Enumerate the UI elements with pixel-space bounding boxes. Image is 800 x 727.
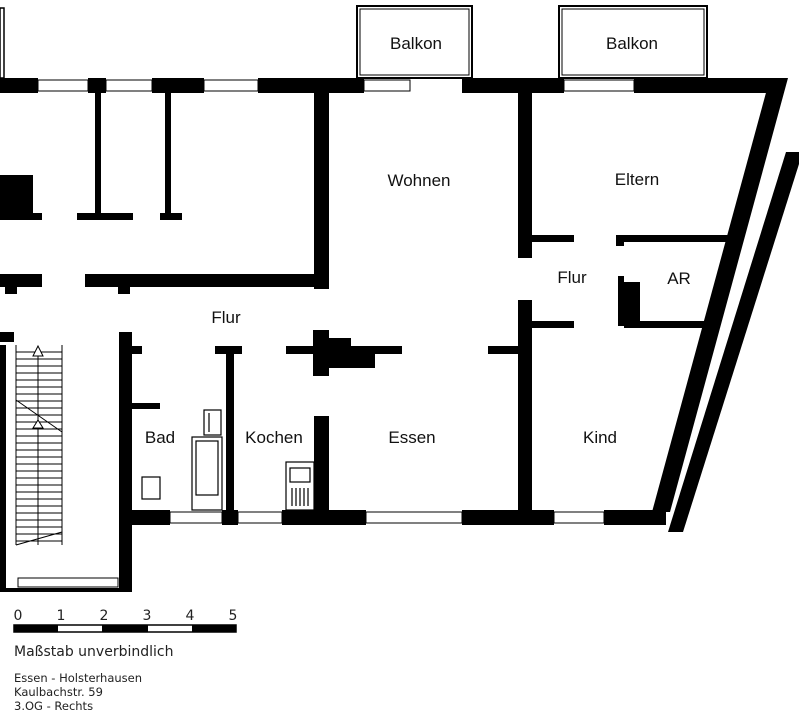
scale-tick-label: 1 bbox=[57, 608, 66, 624]
scale-segment bbox=[102, 625, 148, 632]
scale-caption: Maßstab unverbindlich bbox=[14, 644, 174, 660]
address-line-2: Kaulbachstr. 59 bbox=[14, 685, 103, 699]
room-label-flur-upper: Flur bbox=[557, 268, 587, 287]
bath-door bbox=[203, 409, 222, 436]
address-line-3: 3.OG - Rechts bbox=[14, 699, 94, 713]
room-label-balkon-left: Balkon bbox=[390, 34, 442, 53]
room-label-kind: Kind bbox=[583, 428, 617, 447]
balcony-edge-left bbox=[0, 7, 5, 79]
room-label-flur-lower: Flur bbox=[211, 308, 241, 327]
balcony-right bbox=[558, 5, 708, 79]
scale-tick-label: 4 bbox=[186, 608, 195, 624]
bathtub bbox=[191, 436, 223, 511]
balcony-left bbox=[356, 5, 473, 79]
room-label-eltern: Eltern bbox=[615, 170, 659, 189]
room-label-ar: AR bbox=[667, 269, 691, 288]
staircase bbox=[15, 344, 63, 546]
scale-tick-label: 3 bbox=[143, 608, 152, 624]
room-label-wohnen: Wohnen bbox=[387, 171, 450, 190]
room-label-balkon-right: Balkon bbox=[606, 34, 658, 53]
room-label-essen: Essen bbox=[388, 428, 435, 447]
scale-tick-label: 5 bbox=[229, 608, 238, 624]
room-label-kochen: Kochen bbox=[245, 428, 303, 447]
exterior-walls bbox=[0, 78, 799, 592]
scale-bar: 0 1 2 3 4 5 bbox=[13, 608, 238, 633]
toilet bbox=[141, 476, 161, 500]
interior-walls bbox=[0, 93, 740, 510]
address-line-1: Essen - Holsterhausen bbox=[14, 671, 143, 685]
fixtures bbox=[141, 409, 315, 511]
scale-tick-label: 2 bbox=[100, 608, 109, 624]
scale-segment bbox=[14, 625, 58, 632]
windows bbox=[17, 79, 635, 588]
scale-tick-label: 0 bbox=[14, 608, 23, 624]
stove bbox=[285, 461, 315, 511]
room-label-bad: Bad bbox=[145, 428, 175, 447]
scale-segment bbox=[192, 625, 236, 632]
